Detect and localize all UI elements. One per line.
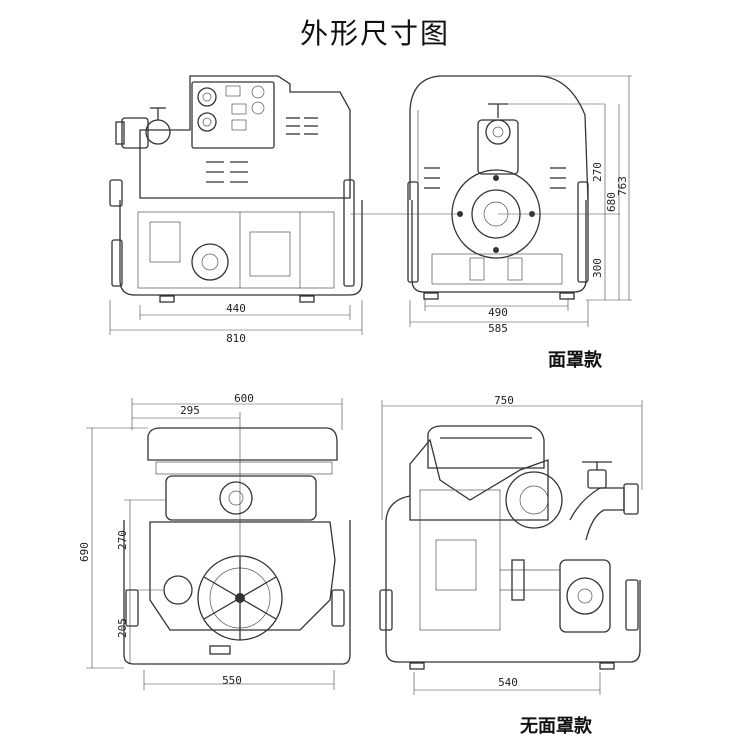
dim-270-bottom: 270 bbox=[116, 530, 129, 550]
dim-440: 440 bbox=[226, 302, 246, 315]
caption-without-cover: 无面罩款 bbox=[520, 716, 592, 737]
dim-205: 205 bbox=[116, 618, 129, 638]
side-view-without-cover: 750 540 bbox=[379, 394, 643, 695]
dim-550: 550 bbox=[222, 674, 242, 687]
dim-750: 750 bbox=[494, 394, 514, 407]
dim-600: 600 bbox=[234, 392, 254, 405]
dim-270-top: 270 bbox=[591, 162, 604, 182]
side-view-with-cover: 490 585 270 680 763 300 bbox=[350, 75, 632, 335]
dim-540: 540 bbox=[498, 676, 518, 689]
dim-295: 295 bbox=[180, 404, 200, 417]
page-title: 外形尺寸图 bbox=[299, 17, 450, 50]
dim-810: 810 bbox=[226, 332, 246, 345]
caption-with-cover: 面罩款 bbox=[548, 350, 602, 371]
dim-680: 680 bbox=[605, 192, 618, 212]
dim-690: 690 bbox=[78, 542, 91, 562]
front-view-without-cover: 600 295 550 690 270 205 bbox=[78, 392, 351, 690]
dim-300: 300 bbox=[591, 258, 604, 278]
dim-585: 585 bbox=[488, 322, 508, 335]
dim-763: 763 bbox=[616, 176, 629, 196]
dim-490: 490 bbox=[488, 306, 508, 319]
front-view-with-cover: 440 810 bbox=[109, 75, 363, 345]
